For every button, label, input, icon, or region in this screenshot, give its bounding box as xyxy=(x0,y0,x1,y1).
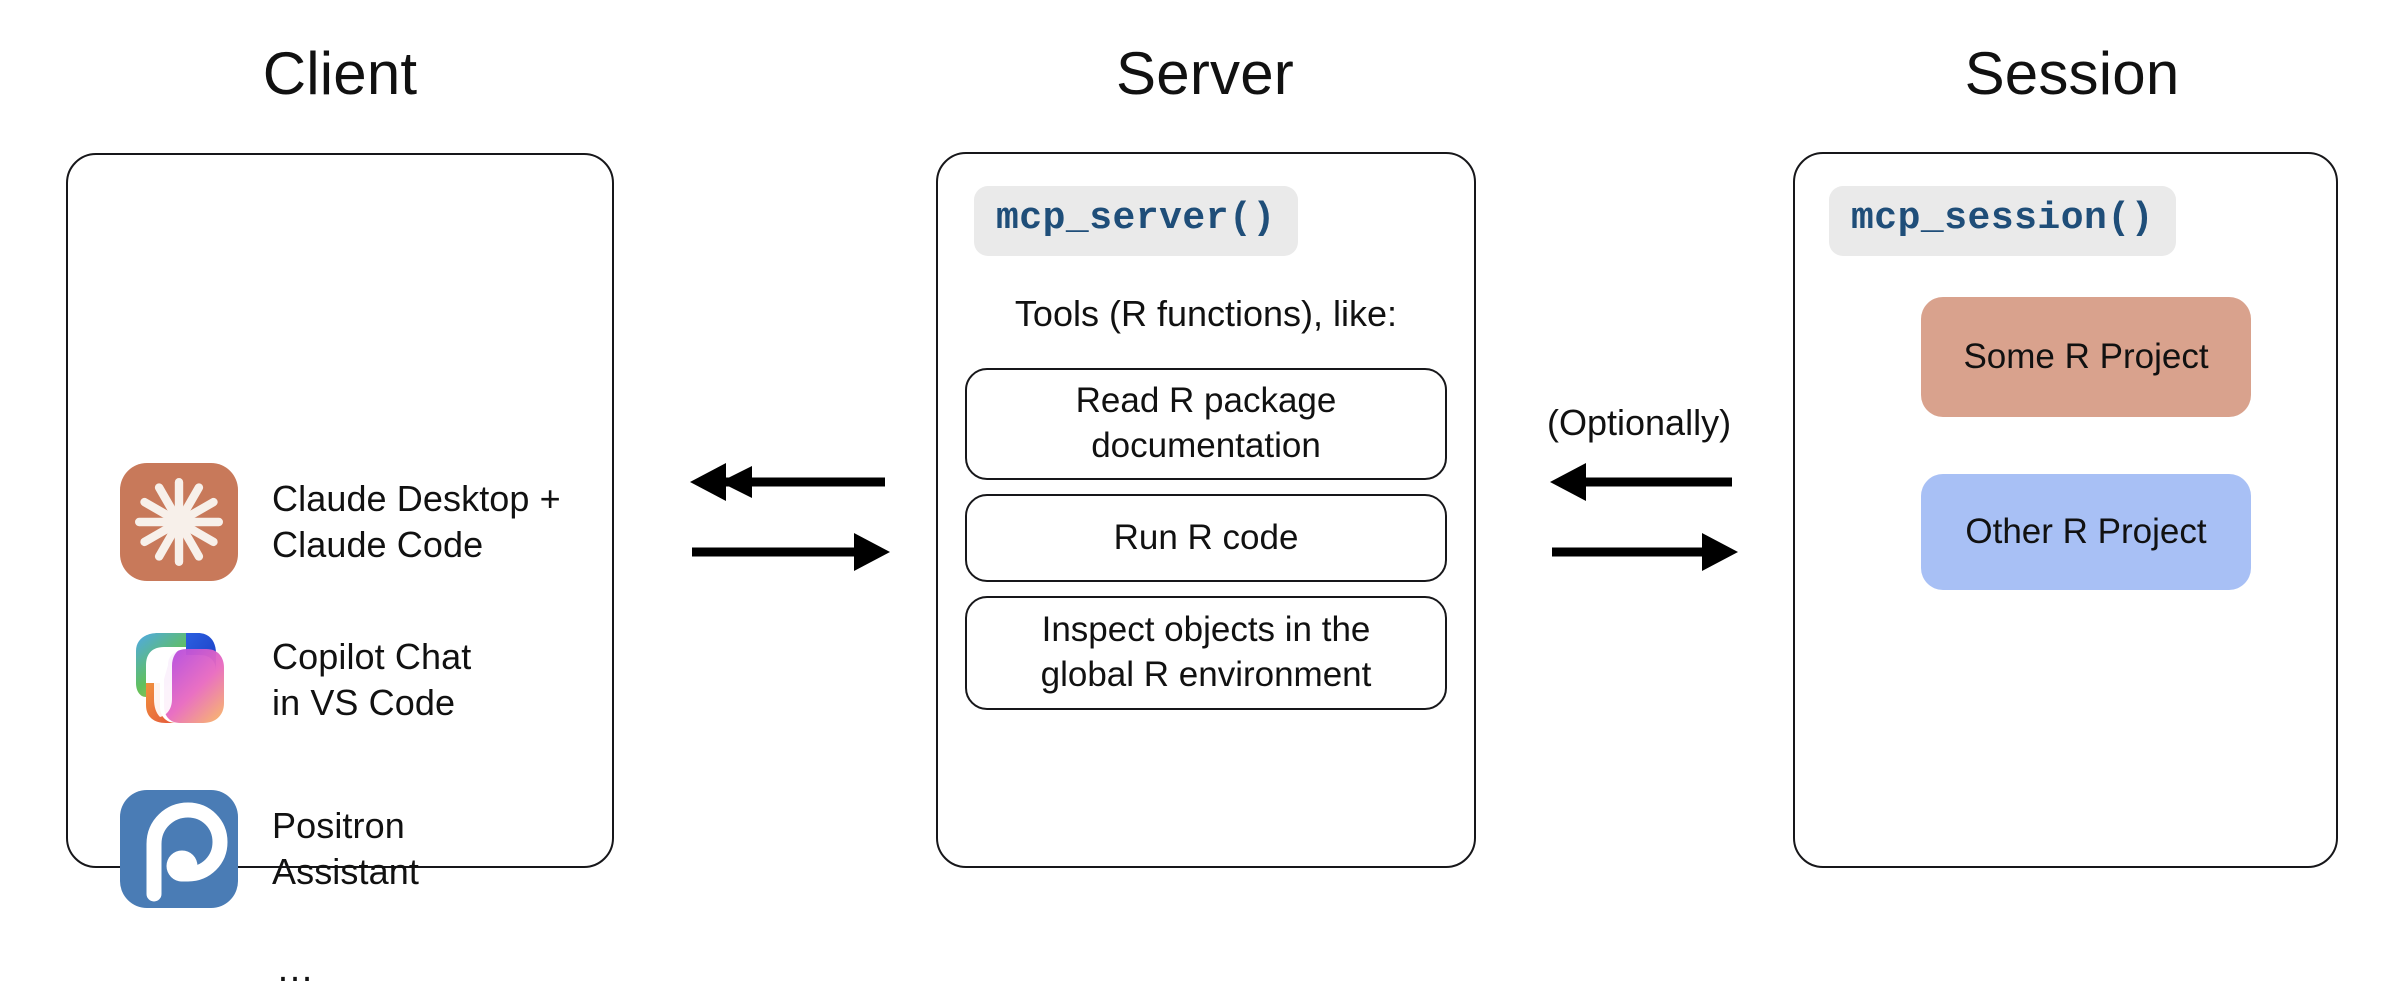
arrow-left-icon xyxy=(1550,463,1732,501)
arrow-right-icon xyxy=(692,533,890,571)
column-heading-server: Server xyxy=(1116,40,1294,107)
mcp-server-code-pill: mcp_server() xyxy=(974,186,1298,256)
list-item: Claude Desktop + Claude Code xyxy=(120,463,561,581)
list-item-label: Copilot Chat in VS Code xyxy=(272,635,472,723)
client-list-ellipsis: … xyxy=(276,948,317,990)
mcp-session-code-pill: mcp_session() xyxy=(1829,186,2176,256)
project-box-other-r-project[interactable]: Other R Project xyxy=(1921,474,2251,590)
list-item: Copilot Chat in VS Code xyxy=(120,621,471,739)
tools-caption: Tools (R functions), like: xyxy=(1014,293,1398,334)
column-heading-client: Client xyxy=(262,40,418,107)
diagram-canvas: Client Server Session xyxy=(66,40,2338,988)
client-panel: Claude Desktop + Claude Code xyxy=(66,153,614,988)
arrow-left-icon xyxy=(690,463,885,501)
tool-box-run-code[interactable]: Run R code xyxy=(965,494,1447,582)
optionally-label: (Optionally) xyxy=(1547,402,1732,443)
tool-box-inspect-objects[interactable]: Inspect objects in the global R environm… xyxy=(965,596,1447,710)
list-item: Positron Assistant xyxy=(120,790,419,908)
tool-box-read-docs[interactable]: Read R package documentation xyxy=(965,368,1447,480)
session-panel: mcp_session() Some R Project Other R Pro… xyxy=(1793,152,2338,868)
claude-icon xyxy=(120,463,238,581)
project-box-some-r-project[interactable]: Some R Project xyxy=(1921,297,2251,417)
arrow-right-icon xyxy=(1552,533,1738,571)
connector-client-server xyxy=(680,462,900,592)
column-heading-session: Session xyxy=(1964,40,2180,107)
positron-icon xyxy=(120,790,238,908)
list-item-label: Claude Desktop + Claude Code xyxy=(272,477,561,565)
list-item-label: Positron Assistant xyxy=(272,804,419,892)
server-panel: mcp_server() Tools (R functions), like: … xyxy=(936,152,1476,868)
copilot-icon xyxy=(120,621,238,739)
connector-server-session xyxy=(1540,462,1760,592)
client-app-list: Claude Desktop + Claude Code xyxy=(68,155,612,988)
